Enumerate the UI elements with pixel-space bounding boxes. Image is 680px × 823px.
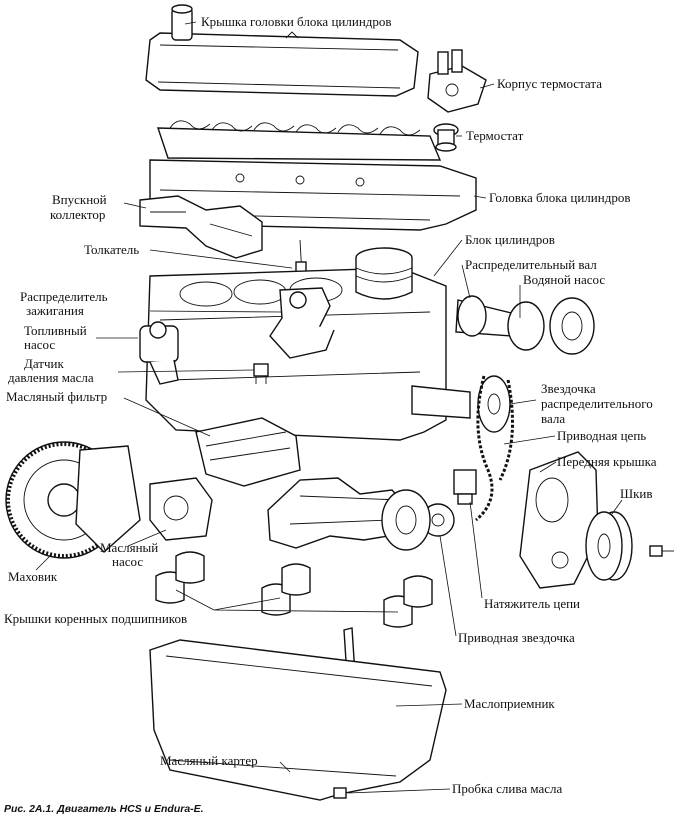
label-tappet: Толкатель (84, 242, 140, 257)
label-drive-sprocket: Приводная звездочка (458, 630, 575, 645)
label-oil-pan: Масляный картер (160, 753, 258, 768)
label-valve-cover: Крышка головки блока цилиндров (201, 14, 392, 29)
label-oil-pump-line2: насос (112, 554, 144, 569)
front-cover-part (519, 451, 599, 589)
label-camshaft-sprocket-line1: Звездочка (541, 381, 596, 396)
label-camshaft: Распределительный вал (465, 257, 597, 272)
rocker-assembly-part (157, 120, 442, 161)
label-distributor-line2: зажигания (26, 303, 84, 318)
thermostat-part (433, 123, 459, 152)
valve-cover-part (145, 4, 419, 97)
drain-plug-part (333, 787, 347, 799)
crank-pulley-part (381, 489, 431, 551)
label-timing-chain: Приводная цепь (557, 428, 647, 443)
fuel-pump-part (139, 321, 179, 385)
water-pump-part (507, 297, 595, 355)
label-front-cover: Передняя крышка (557, 454, 657, 469)
label-oil-pump-line1: Масляный (100, 540, 159, 555)
label-intake-manifold-line1: Впускной (52, 192, 107, 207)
intake-manifold-part (139, 195, 263, 259)
label-cylinder-block: Блок цилиндров (465, 232, 555, 247)
label-flywheel: Маховик (8, 569, 58, 584)
main-bearing-caps-part (155, 551, 433, 628)
pulley-part (585, 511, 633, 581)
label-fuel-pump-line2: насос (24, 337, 56, 352)
label-fuel-pump-line1: Топливный (24, 323, 87, 338)
chain-tensioner-part (453, 469, 477, 505)
label-oil-pressure-sensor-line1: Датчик (24, 356, 64, 371)
label-intake-manifold-line2: коллектор (50, 207, 106, 222)
figure-caption: Рис. 2А.1. Двигатель HCS и Endura-E. (4, 803, 204, 815)
pulley-bolt-part (649, 545, 674, 557)
timing-chain-part (475, 375, 514, 522)
label-pulley: Шкив (620, 486, 653, 501)
camshaft-sprocket-part (411, 375, 511, 433)
label-thermostat-housing: Корпус термостата (497, 76, 602, 91)
label-camshaft-sprocket-line3: вала (541, 411, 566, 426)
label-main-bearing-caps: Крышки коренных подшипников (4, 611, 188, 626)
oil-filter-part (195, 417, 301, 487)
piston-part (355, 247, 413, 300)
label-chain-tensioner: Натяжитель цепи (484, 596, 581, 611)
leader-lines (35, 21, 623, 794)
oil-pan-part (149, 639, 447, 801)
distributor-part (269, 287, 335, 359)
label-water-pump: Водяной насос (523, 272, 606, 287)
label-thermostat: Термостат (466, 128, 524, 143)
label-oil-pickup: Маслоприемник (464, 696, 555, 711)
label-oil-filter: Масляный фильтр (6, 389, 108, 404)
label-camshaft-sprocket-line2: распределительного (541, 396, 653, 411)
thermostat-housing-part (427, 49, 487, 113)
label-cylinder-head: Головка блока цилиндров (489, 190, 631, 205)
oil-pump-part (149, 477, 213, 541)
flywheel-part (5, 441, 141, 559)
label-oil-pressure-sensor-line2: давления масла (8, 370, 94, 385)
label-drain-plug: Пробка слива масла (452, 781, 563, 796)
label-distributor-line1: Распределитель (20, 289, 108, 304)
